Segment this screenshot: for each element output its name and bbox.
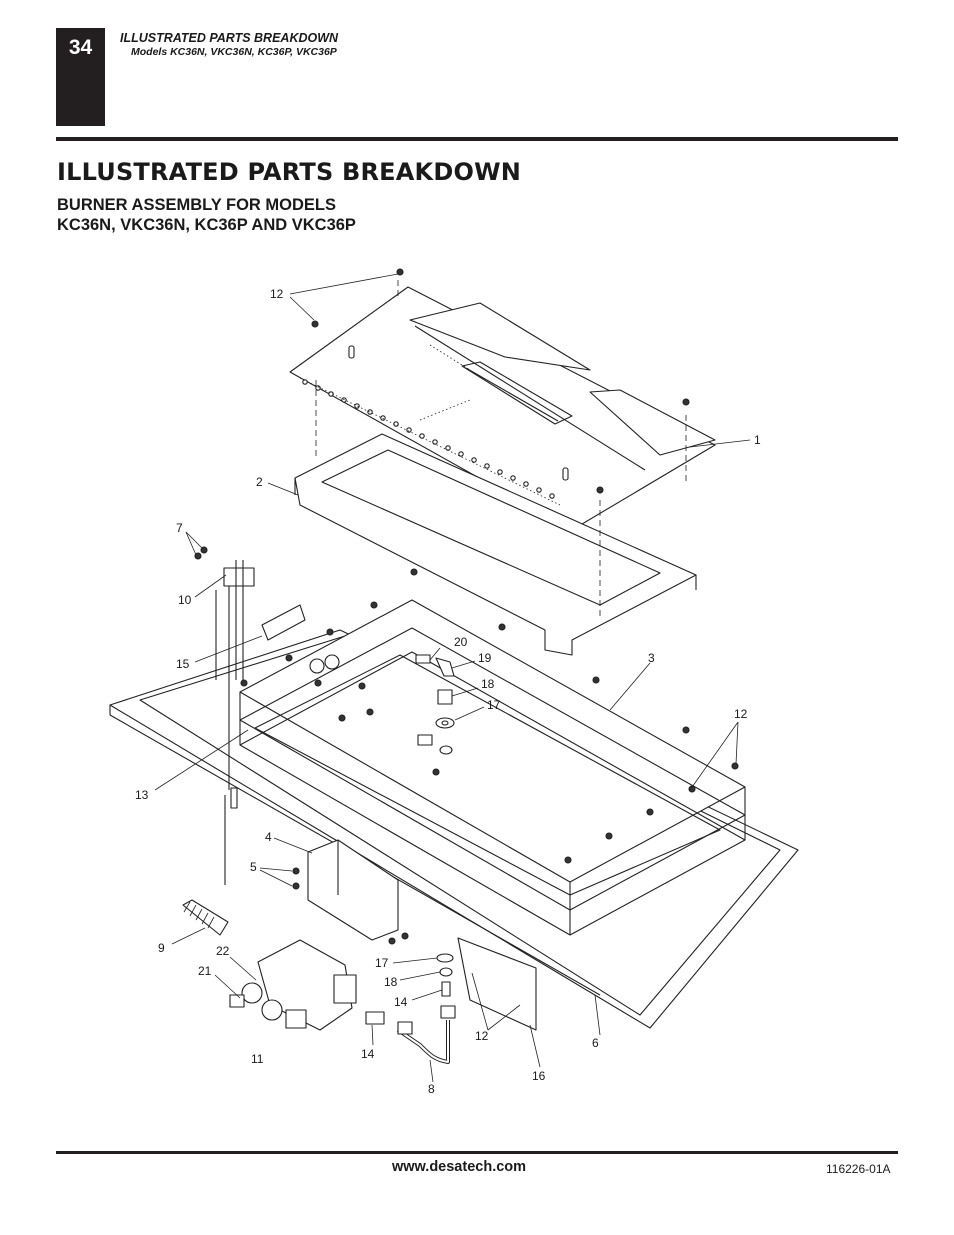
callout-21: 21 [198, 964, 212, 978]
part-lower-washers [436, 953, 454, 997]
bottom-rule [56, 1151, 898, 1154]
part-9-connector [182, 899, 229, 936]
subtitle-line-2: KC36N, VKC36N, KC36P AND VKC36P [57, 216, 356, 234]
part-4-bracket [307, 839, 399, 941]
part-8-gas-tube [396, 1005, 456, 1064]
part-orifice-stack [415, 654, 455, 755]
part-10-pilot-assembly [215, 560, 306, 885]
footer-doc-code: 116226-01A [826, 1162, 891, 1176]
callout-labels: 12 1 2 7 10 15 20 19 18 17 3 12 13 4 5 9… [135, 287, 761, 1096]
callout-3: 3 [648, 651, 655, 665]
callout-8: 8 [428, 1082, 435, 1096]
callout-17-upper: 17 [487, 698, 501, 712]
callout-2: 2 [256, 475, 263, 489]
callout-9: 9 [158, 941, 165, 955]
callout-14-right: 14 [394, 995, 408, 1009]
callout-12-top: 12 [270, 287, 284, 301]
callout-15: 15 [176, 657, 190, 671]
part-11-gas-valve [229, 939, 357, 1031]
callout-13: 13 [135, 788, 149, 802]
callout-17-lower: 17 [375, 956, 389, 970]
callout-12-bottom: 12 [475, 1029, 489, 1043]
callout-18-lower: 18 [384, 975, 398, 989]
footer-website: www.desatech.com [392, 1159, 527, 1175]
part-2-frame [294, 433, 697, 656]
part-14-fitting [365, 1011, 385, 1025]
page-subtitle: BURNER ASSEMBLY FOR MODELS KC36N, VKC36N… [57, 195, 356, 235]
header-models-line: Models KC36N, VKC36N, KC36P, VKC36P [131, 46, 337, 58]
callout-leaders [154, 273, 751, 1083]
top-rule [56, 137, 898, 141]
header-section-title: ILLUSTRATED PARTS BREAKDOWN [120, 31, 339, 45]
screw-set [194, 268, 739, 1006]
callout-14-left: 14 [361, 1047, 375, 1061]
callout-18-upper: 18 [481, 677, 495, 691]
page-tab: 34 [56, 28, 105, 126]
callout-6: 6 [592, 1036, 599, 1050]
callout-20: 20 [454, 635, 468, 649]
callout-19: 19 [478, 651, 492, 665]
callout-10: 10 [178, 593, 192, 607]
page-number: 34 [68, 36, 93, 59]
callout-11: 11 [251, 1052, 264, 1066]
burner-assembly-diagram: 12 1 2 7 10 15 20 19 18 17 3 12 13 4 5 9… [109, 268, 799, 1096]
page-title: ILLUSTRATED PARTS BREAKDOWN [57, 158, 522, 186]
callout-4: 4 [265, 830, 272, 844]
callout-5: 5 [250, 860, 257, 874]
callout-7: 7 [176, 521, 183, 535]
part-3-burner-pan [239, 599, 746, 936]
callout-1: 1 [754, 433, 761, 447]
part-6-outer-tray [109, 629, 799, 1029]
callout-12-right: 12 [734, 707, 748, 721]
part-1-burner-plate [289, 286, 716, 531]
part-16-cover-plate [457, 937, 537, 1031]
subtitle-line-1: BURNER ASSEMBLY FOR MODELS [57, 196, 337, 214]
callout-16: 16 [532, 1069, 546, 1083]
callout-22: 22 [216, 944, 230, 958]
